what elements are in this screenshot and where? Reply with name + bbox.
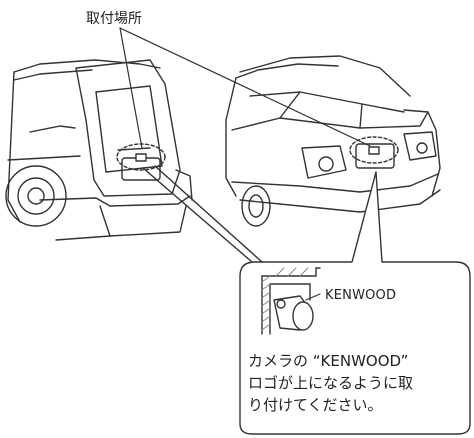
leader-lines	[119, 27, 371, 149]
hatchback-car	[5, 59, 193, 241]
instruction-text: カメラの “KENWOOD” ロゴが上になるように取 り付けてください。	[248, 350, 472, 416]
brand-label: KENWOOD	[325, 288, 397, 303]
camera-mount-detail	[261, 267, 321, 335]
mount-location-label: 取付場所	[86, 11, 142, 27]
instruction-line: ロゴが上になるように取	[248, 374, 414, 392]
instruction-line: り付けてください。	[248, 396, 383, 414]
sedan-car	[225, 55, 441, 227]
instruction-line: カメラの “KENWOOD”	[248, 352, 409, 370]
callout-box	[142, 165, 471, 435]
